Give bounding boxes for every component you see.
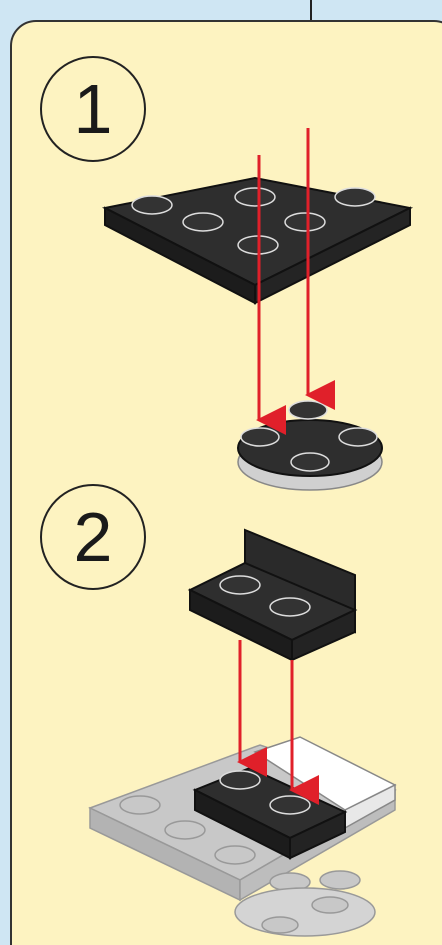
- grey-base-brick: [90, 737, 395, 936]
- bracket-brick: [190, 530, 355, 660]
